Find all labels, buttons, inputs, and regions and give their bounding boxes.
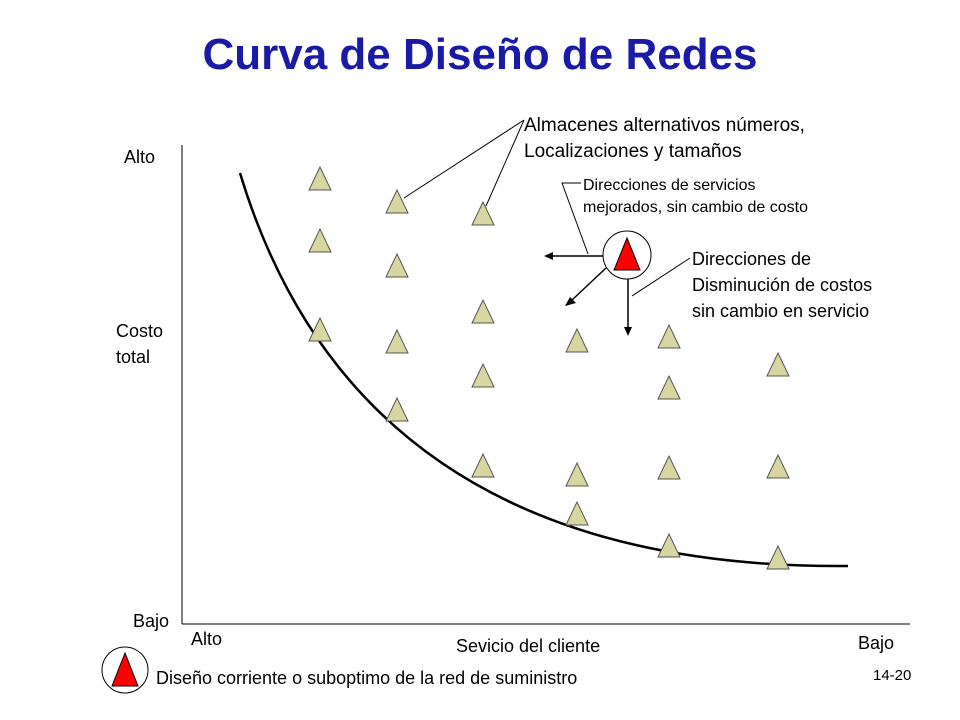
alternative-triangle-icon xyxy=(565,461,589,487)
alternative-triangle-icon xyxy=(308,316,332,342)
y-axis-title: Costo total xyxy=(116,321,164,367)
callout-line-service xyxy=(561,182,589,255)
alternative-triangle-icon xyxy=(565,500,589,526)
callout-line-1 xyxy=(403,119,525,199)
x-axis-title: Sevicio del cliente xyxy=(456,636,601,656)
alternative-triangle-icon xyxy=(657,532,681,558)
current-design-triangle-icon xyxy=(613,236,641,271)
alternative-triangle-icon xyxy=(565,327,589,353)
legend-label: Diseño corriente o suboptimo de la red d… xyxy=(156,668,578,688)
alternative-triangle-icon xyxy=(308,227,332,253)
alternative-triangle-icon xyxy=(766,453,790,479)
legend-triangle-icon xyxy=(111,651,139,687)
legend-marker xyxy=(101,646,149,694)
alternative-triangle-icon xyxy=(308,165,332,191)
callout-line-cost xyxy=(631,257,691,297)
alternative-markers xyxy=(308,165,790,570)
arrow-left xyxy=(544,252,604,260)
alternative-triangle-icon xyxy=(385,252,409,278)
alternatives-annotation: Almacenes alternativos números, Localiza… xyxy=(524,115,805,162)
alternative-triangle-icon xyxy=(471,452,495,478)
alternative-triangle-icon xyxy=(385,328,409,354)
alternative-triangle-icon xyxy=(471,298,495,324)
alternative-triangle-icon xyxy=(657,374,681,400)
x-axis-high-label: Alto xyxy=(191,629,223,649)
cost-direction-annotation: Direcciones de Disminución de costos sin… xyxy=(692,249,873,321)
y-axis-low-label: Bajo xyxy=(133,611,170,631)
y-axis-high-label: Alto xyxy=(124,147,156,167)
current-design-marker xyxy=(602,230,652,280)
alternative-triangle-icon xyxy=(471,362,495,388)
arrow-down xyxy=(624,276,632,336)
alternative-triangle-icon xyxy=(766,351,790,377)
x-axis-low-label: Bajo xyxy=(858,633,895,653)
callout-line-2 xyxy=(485,119,525,207)
alternative-triangle-icon xyxy=(766,544,790,570)
service-direction-annotation: Direcciones de servicios mejorados, sin … xyxy=(583,177,808,216)
page-title: Curva de Diseño de Redes xyxy=(202,30,758,79)
alternative-triangle-icon xyxy=(385,188,409,214)
alternative-triangle-icon xyxy=(471,200,495,226)
alternative-triangle-icon xyxy=(657,323,681,349)
arrow-diagonal xyxy=(565,267,607,306)
slide-number: 14-20 xyxy=(873,667,912,684)
alternative-triangle-icon xyxy=(657,454,681,480)
alternative-triangle-icon xyxy=(385,396,409,422)
efficient-curve xyxy=(238,172,849,568)
